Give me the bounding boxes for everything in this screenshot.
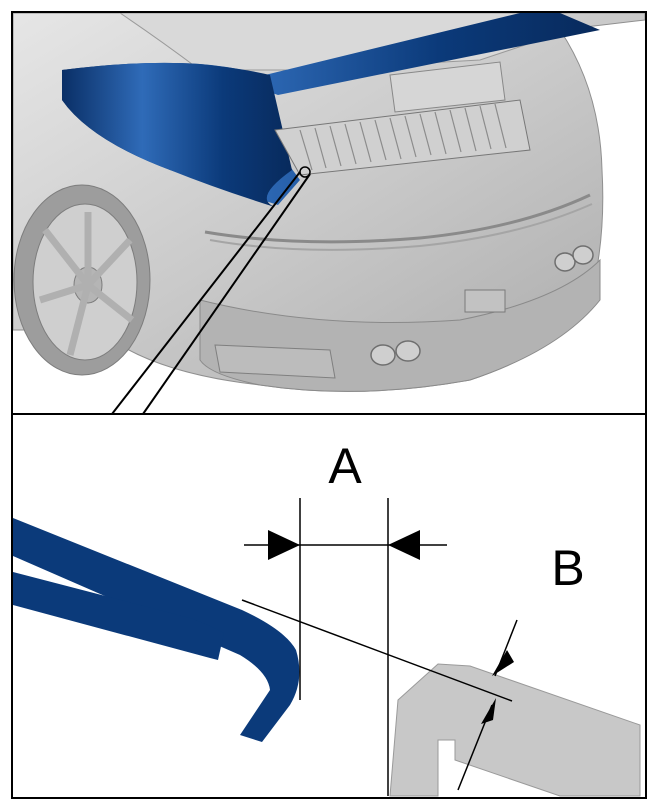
upper-grille (389, 61, 506, 113)
dimension-b (457, 619, 518, 791)
dimension-b-arrow-top (492, 650, 514, 676)
exhaust-pipes (370, 245, 594, 366)
detail-view: A B (13, 438, 641, 797)
dimension-a-arrow-left (268, 530, 300, 560)
callout-leader-lines (111, 171, 311, 415)
dimension-a-label: A (328, 438, 362, 494)
dimension-a-arrow-right (388, 530, 420, 560)
car-rear-view (13, 13, 645, 414)
dimension-a (244, 530, 447, 560)
body-panel (389, 663, 641, 797)
rear-wheel (13, 184, 151, 376)
dimension-b-arrow-bottom (481, 698, 496, 724)
grille-slats (299, 103, 507, 171)
gap-reference-line (241, 599, 513, 702)
dimension-b-label: B (551, 540, 584, 596)
trim-strip-lower (13, 572, 224, 660)
blue-trim-strip-left (62, 62, 292, 208)
trim-strip-upper (13, 518, 300, 742)
